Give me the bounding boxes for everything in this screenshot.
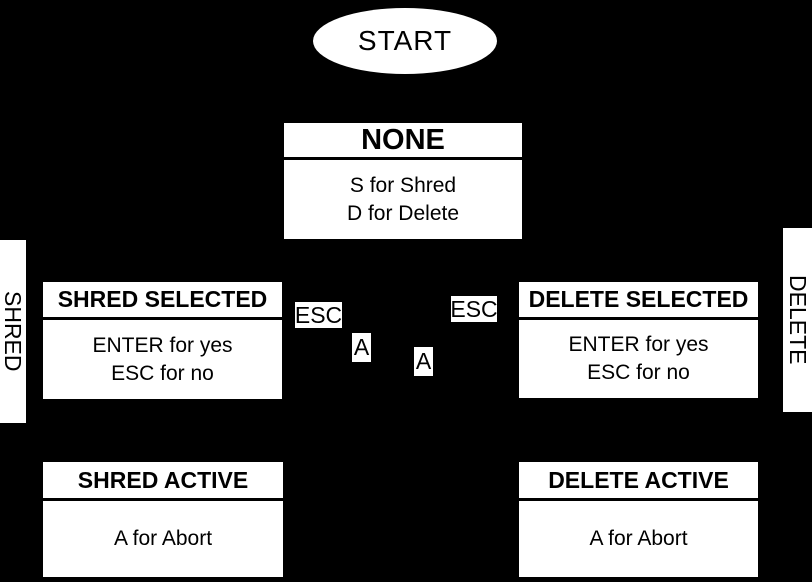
edge-label-abort-right: A xyxy=(414,347,433,376)
edge-label-esc-right: ESC xyxy=(450,295,498,322)
state-shred-active-line-1: A for Abort xyxy=(113,527,213,550)
state-none-body: S for Shred D for Delete xyxy=(284,160,522,239)
state-delete-selected-body: ENTER for yes ESC for no xyxy=(519,320,758,398)
state-delete-selected-line-2: ESC for no xyxy=(587,361,690,384)
state-shred-active-body: A for Abort xyxy=(43,501,283,577)
state-none-line-2: D for Delete xyxy=(346,201,460,225)
side-label-shred-complete: SHRED Complete xyxy=(0,240,26,423)
state-none: NONE S for Shred D for Delete xyxy=(284,123,522,239)
state-shred-selected-title: SHRED SELECTED xyxy=(43,282,282,320)
state-delete-active: DELETE ACTIVE A for Abort xyxy=(519,462,758,577)
state-delete-active-body: A for Abort xyxy=(519,501,758,577)
start-node-label: START xyxy=(357,25,453,56)
state-shred-selected-body: ENTER for yes ESC for no xyxy=(43,320,282,399)
state-shred-active: SHRED ACTIVE A for Abort xyxy=(43,462,283,577)
state-none-line-1: S for Shred xyxy=(349,173,457,197)
state-delete-selected-line-1: ENTER for yes xyxy=(568,333,709,356)
state-shred-selected-line-1: ENTER for yes xyxy=(92,333,233,357)
state-shred-active-title: SHRED ACTIVE xyxy=(43,462,283,501)
state-delete-selected-title: DELETE SELECTED xyxy=(519,282,758,320)
state-delete-active-title: DELETE ACTIVE xyxy=(519,462,758,501)
start-node: START xyxy=(313,8,497,74)
edge-label-esc-left: ESC xyxy=(294,301,343,328)
edge-label-abort-left: A xyxy=(352,333,371,362)
side-label-delete-complete: DELETE Complete xyxy=(783,228,812,412)
state-delete-selected: DELETE SELECTED ENTER for yes ESC for no xyxy=(519,282,758,398)
state-delete-active-line-1: A for Abort xyxy=(589,527,688,550)
state-none-title: NONE xyxy=(284,123,522,160)
state-shred-selected: SHRED SELECTED ENTER for yes ESC for no xyxy=(43,282,282,399)
state-shred-selected-line-2: ESC for no xyxy=(111,361,214,385)
